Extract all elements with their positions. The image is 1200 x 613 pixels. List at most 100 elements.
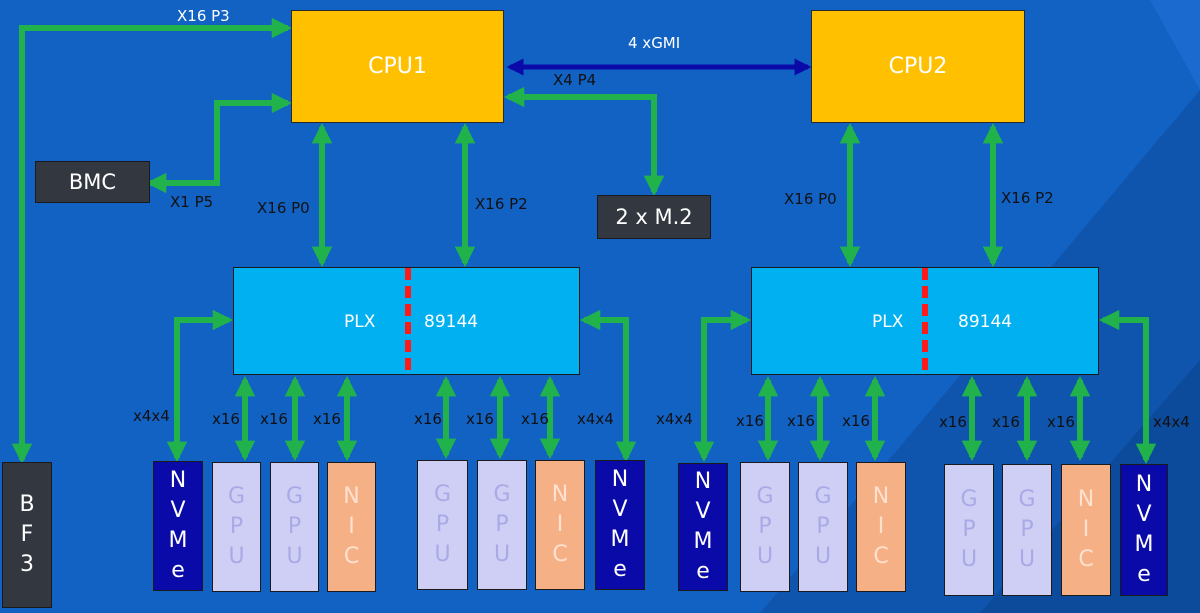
device-letter: I [877,514,885,539]
plx2-model: 89144 [958,312,1013,332]
plx1-model: 89144 [424,312,479,332]
device-letter: e [696,559,710,584]
device-letter: N [1135,472,1153,497]
device-letter: G [433,482,452,507]
bmc-box: BMC [35,161,150,203]
device-letter: P [229,514,244,539]
device-letter: P [495,512,509,537]
cpu2-box: CPU2 [811,10,1025,123]
device-letter: P [816,514,830,539]
device-letter: P [435,512,450,537]
label-x16: x16 [736,412,764,430]
device-letter: U [1018,547,1036,572]
label-x4-p4: X4 P4 [553,71,597,89]
device-letter: N [551,482,569,507]
label-x1-p5: X1 P5 [170,193,214,211]
device-letter: e [171,558,185,583]
device-letter: I [348,514,355,539]
plx-switch-2: PLX 89144 [751,267,1099,376]
device-letter: N [872,484,890,509]
device-letter: N [169,468,187,493]
device-letter: V [1136,502,1152,527]
device-letter: G [1018,487,1036,512]
label-x16: x16 [842,412,870,430]
device-letter: I [556,512,564,537]
label-x16-p3: X16 P3 [177,7,230,25]
link-plx1-nvme-right [579,309,637,463]
plx1-label: PLX [344,312,376,332]
m2-box: 2 x M.2 [597,195,711,239]
link-plx1-nvme-left [166,309,234,463]
device-letter: N [343,484,360,509]
label-x16-p2-cpu2: X16 P2 [1001,189,1054,207]
plx-switch-1: PLX 89144 [233,267,580,376]
bf3-letter: B [19,492,35,517]
device-letter: M [1134,532,1154,557]
label-x16: x16 [414,410,442,428]
label-x4x4: x4x4 [656,410,693,428]
device-letter: e [613,557,627,582]
device-letter: P [1020,517,1034,542]
label-x16: x16 [787,412,815,430]
device-letter: U [814,544,832,569]
device-letter: G [814,484,832,509]
label-x16-p0-cpu2: X16 P0 [784,190,837,208]
device-letter: V [170,498,186,523]
label-x16: x16 [992,413,1020,431]
label-xgmi: 4 xGMI [628,34,681,52]
label-x16: x16 [260,410,288,428]
plx1-divider [405,268,411,376]
device-letter: C [1078,547,1094,572]
label-x16-p2-cpu1: X16 P2 [475,195,528,213]
device-letter: C [873,544,889,569]
device-letter: G [960,487,978,512]
link-plx2-nvme-left [693,309,752,463]
plx2-divider [922,268,928,376]
device-letter: U [493,542,511,567]
device-letter: U [434,542,451,567]
link-cpu1-bmc [145,92,293,194]
label-x4x4: x4x4 [577,410,614,428]
link-cpu1-bf3 [11,17,293,465]
device-letter: G [227,484,246,509]
background-shade-top [1150,0,1200,90]
device-letter: e [1137,562,1151,587]
device-letter: G [285,484,304,509]
device-letter: P [758,514,772,539]
bf3-letter: F [20,522,34,547]
device-letter: P [962,517,976,542]
link-plx2-nvme-right [1098,309,1157,465]
label-x16: x16 [521,410,549,428]
link-cpu1-m2 [503,86,665,197]
label-x16: x16 [939,413,967,431]
device-letter: M [168,528,188,553]
device-letter: U [228,544,245,569]
device-letter: G [493,482,511,507]
device-letter: P [287,514,302,539]
device-letter: N [611,467,629,492]
label-x16: x16 [466,410,494,428]
label-x16-p0-cpu1: X16 P0 [257,199,310,217]
device-letter: V [612,497,628,522]
device-letter: N [1077,487,1095,512]
m2-label: 2 x M.2 [615,205,693,229]
cpu1-box: CPU1 [291,10,504,123]
device-letter: M [693,529,713,554]
device-letter: C [343,544,360,569]
bf3-box: B F 3 [2,462,52,608]
device-letter: V [695,499,711,524]
